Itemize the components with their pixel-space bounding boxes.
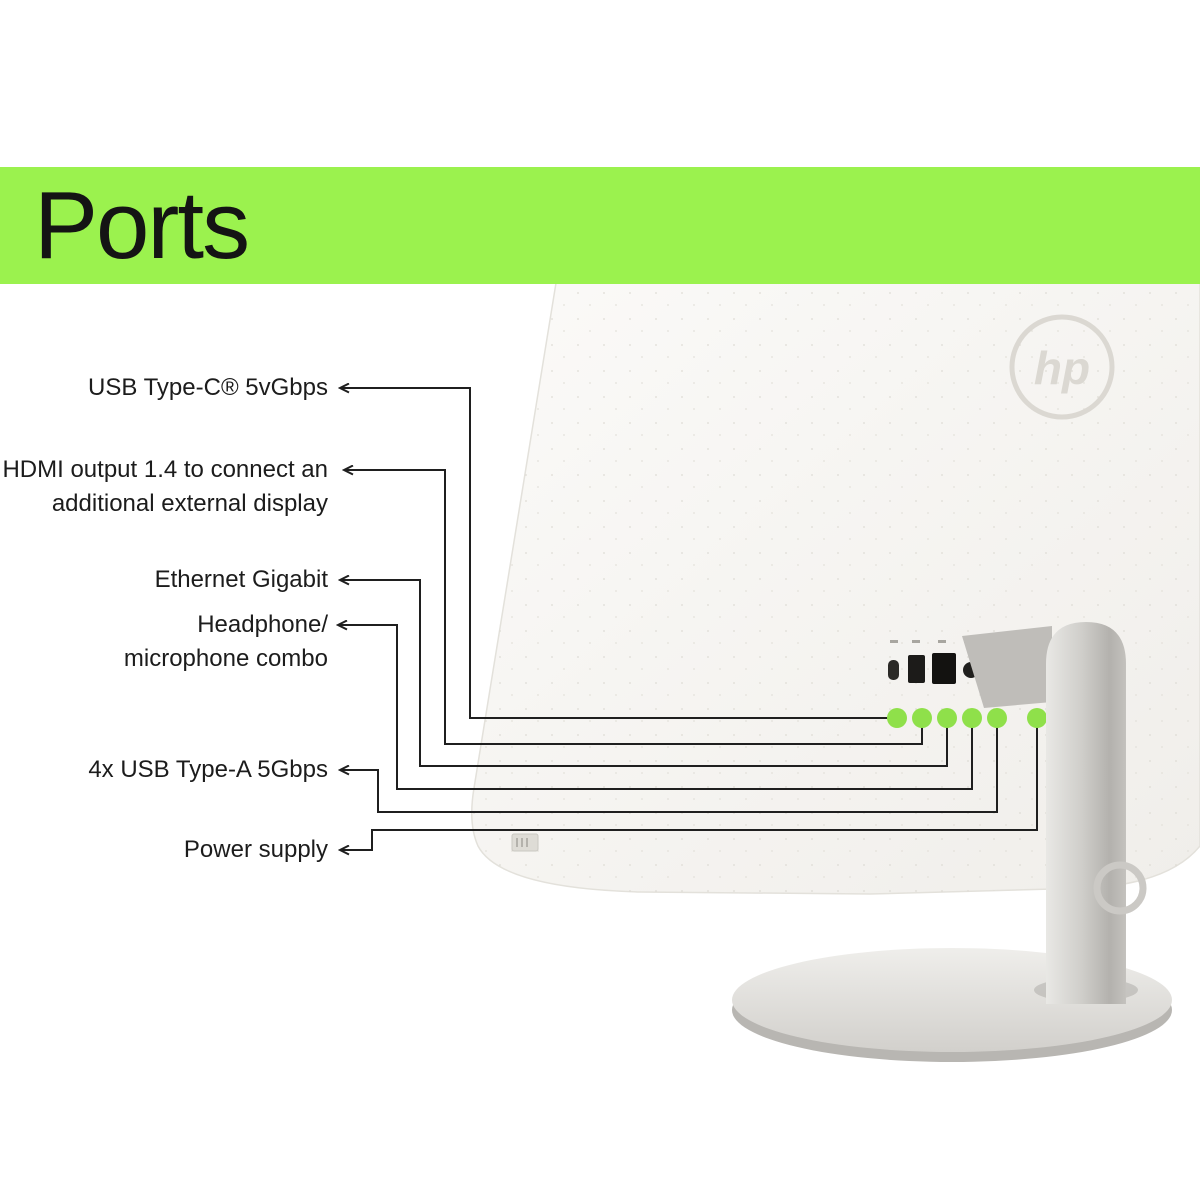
label-usb-c-line: USB Type-C® 5vGbps [88, 374, 328, 401]
label-ethernet-line: Ethernet Gigabit [154, 566, 328, 593]
label-usb-a: 4x USB Type-A 5Gbps [88, 753, 328, 787]
usb-c-port [888, 660, 899, 680]
port-dot-usb-a [987, 708, 1007, 728]
connector-usb-c [340, 388, 897, 719]
port-icon-mark [890, 640, 898, 643]
port-dot-ethernet [937, 708, 957, 728]
panel-speckle-texture [471, 283, 1200, 894]
label-power: Power supply [184, 833, 328, 867]
label-usb-c: USB Type-C® 5vGbps [88, 371, 328, 405]
regulatory-sticker [511, 833, 539, 852]
port-dot-hdmi [912, 708, 932, 728]
connector-hdmi [344, 470, 923, 745]
port-dot-power [1027, 708, 1047, 728]
monitor-back-panel [471, 282, 1200, 895]
label-hdmi-line-2: additional external display [51, 490, 328, 517]
label-headphone-line-2: microphone combo [123, 645, 328, 672]
port-icon-mark [912, 640, 920, 643]
stand-column [1046, 622, 1126, 1004]
page-title: Ports [34, 171, 250, 279]
port-dot-usb-c [887, 708, 907, 728]
label-usb-a-line: 4x USB Type-A 5Gbps [88, 756, 328, 783]
label-headphone: Headphone/ microphone combo [124, 608, 328, 676]
callout-lines [338, 388, 1038, 850]
ethernet-port [932, 653, 956, 684]
hp-logo-text: hp [1034, 342, 1090, 394]
port-icon-mark [938, 640, 946, 643]
header-band: Ports [0, 167, 1200, 284]
cable-ring [1093, 861, 1147, 915]
label-headphone-line-1: Headphone/ [197, 611, 328, 638]
hp-logo: hp [1009, 314, 1115, 420]
connector-ethernet [340, 580, 948, 767]
port-dot-headphone [962, 708, 982, 728]
stand-bracket [962, 626, 1052, 708]
connector-usb-a [340, 724, 998, 813]
label-power-line: Power supply [183, 836, 328, 863]
connector-headphone [338, 625, 973, 790]
hp-logo-ring [1009, 314, 1115, 420]
usb-a-port [908, 655, 925, 683]
connector-power [340, 724, 1038, 850]
label-hdmi-line-1: HDMI output 1.4 to connect an [2, 456, 328, 483]
label-hdmi: HDMI output 1.4 to connect an additional… [2, 453, 328, 521]
label-ethernet: Ethernet Gigabit [155, 563, 328, 597]
port-markers [887, 708, 1047, 728]
